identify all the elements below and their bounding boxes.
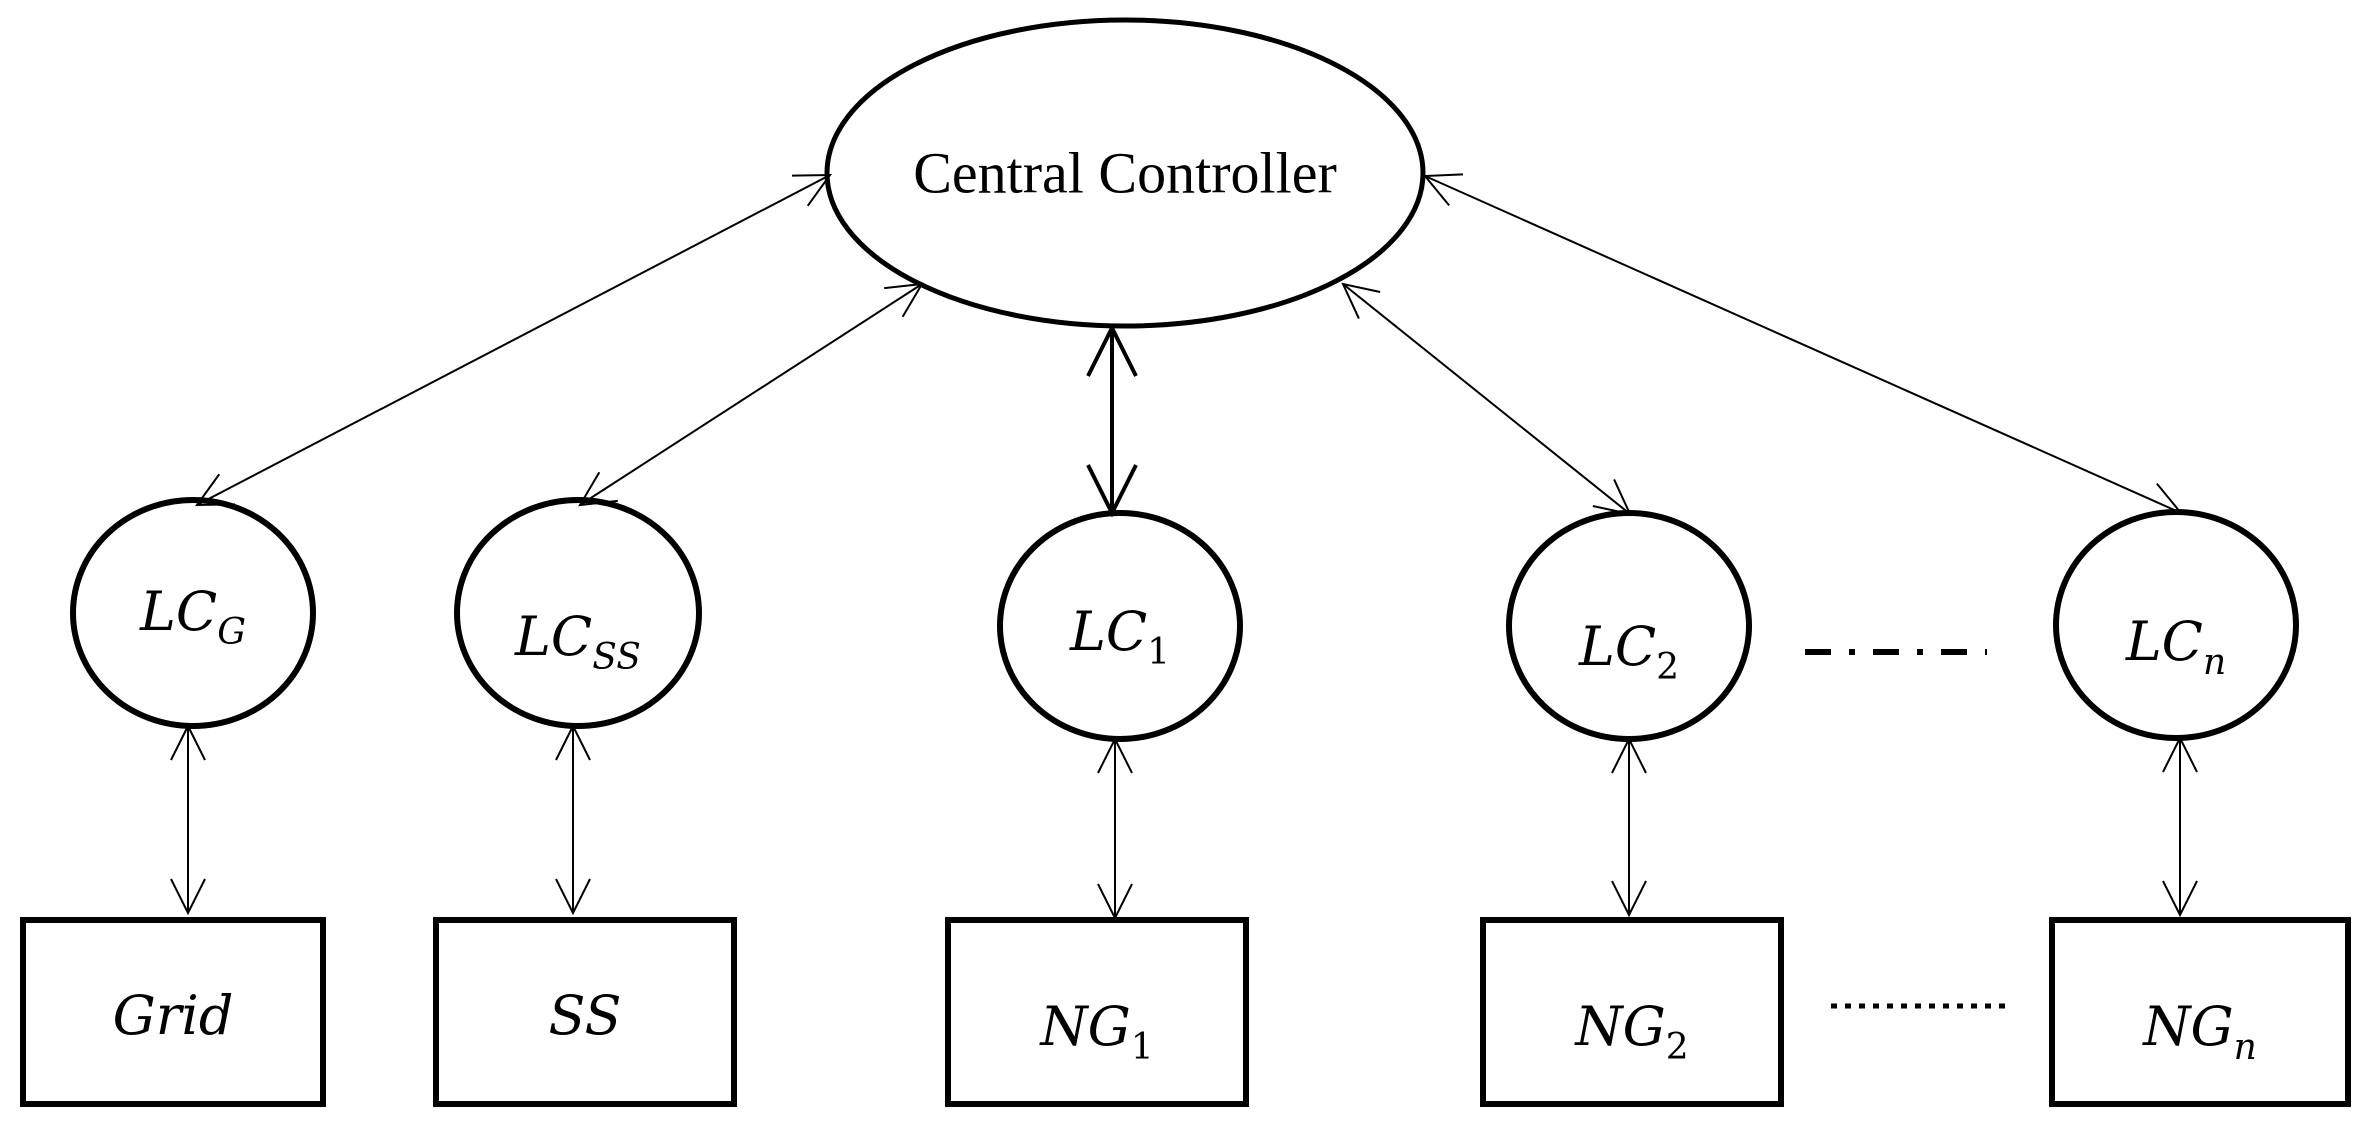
unit-box-ng-2: NG2 bbox=[1480, 917, 1784, 1107]
arrow-lc-1-to-ng-1 bbox=[1097, 736, 1133, 921]
arrow-lc-n-to-ng-n-head-end bbox=[2162, 880, 2198, 918]
unit-box-grid: Grid bbox=[20, 917, 326, 1107]
arrow-central-to-lc-1 bbox=[1086, 323, 1138, 518]
arrow-central-to-lc-ss bbox=[578, 282, 924, 507]
local-controller-ss: LCSS bbox=[454, 497, 702, 729]
unit-box-grid-label: Grid bbox=[113, 984, 234, 1047]
central-controller-node: Central Controller bbox=[824, 17, 1426, 329]
arrow-lc-2-to-ng-2 bbox=[1611, 736, 1647, 918]
arrow-lc-ss-to-ss-head-end bbox=[555, 878, 591, 916]
arrow-central-to-lc-1-head-start bbox=[1086, 323, 1138, 377]
arrow-central-to-lc-1-head-end bbox=[1086, 464, 1138, 518]
local-controller-g: LCG bbox=[70, 497, 316, 729]
arrow-central-to-lc-2-head-end bbox=[1592, 479, 1632, 516]
unit-box-ng-n: NGn bbox=[2049, 917, 2351, 1107]
unit-box-ss: SS bbox=[433, 917, 737, 1107]
arrow-central-to-lc-ss-head-start bbox=[884, 282, 924, 318]
arrow-lc-g-to-grid bbox=[170, 723, 206, 916]
connector-group bbox=[170, 173, 2198, 921]
arrow-central-to-lc-ss-head-end bbox=[578, 471, 618, 507]
local-controller-n: LCn bbox=[2053, 509, 2299, 741]
arrow-lc-1-to-ng-1-head-start bbox=[1097, 736, 1133, 774]
arrow-lc-n-to-ng-n bbox=[2162, 735, 2198, 918]
unit-box-ng-1-label: NG1 bbox=[1038, 995, 1153, 1068]
arrow-central-to-lc-2 bbox=[1341, 282, 1632, 516]
arrow-lc-g-to-grid-head-start bbox=[170, 723, 206, 761]
arrow-central-to-lc-n-head-start bbox=[1422, 173, 1464, 207]
local-controller-ss-label: LCSS bbox=[514, 605, 641, 678]
arrow-lc-n-to-ng-n-head-start bbox=[2162, 735, 2198, 773]
arrow-lc-2-to-ng-2-head-end bbox=[1611, 880, 1647, 918]
local-controller-2: LC2 bbox=[1506, 510, 1752, 742]
unit-box-ng-n-label: NGn bbox=[2141, 995, 2257, 1068]
unit-box-ng-1: NG1 bbox=[945, 917, 1249, 1107]
arrow-lc-2-to-ng-2-head-start bbox=[1611, 736, 1647, 774]
local-controller-1-label: LC1 bbox=[1069, 600, 1170, 673]
unit-box-ng-2-label: NG2 bbox=[1573, 995, 1688, 1068]
local-controller-2-label: LC2 bbox=[1578, 615, 1679, 688]
arrow-central-to-lc-n bbox=[1422, 173, 2184, 516]
arrow-central-to-lc-g bbox=[195, 173, 832, 507]
local-controller-1: LC1 bbox=[997, 510, 1243, 742]
local-controller-g-label: LCG bbox=[139, 580, 246, 653]
arrow-lc-1-to-ng-1-head-end bbox=[1097, 883, 1133, 921]
arrow-central-to-lc-g-head-start bbox=[791, 173, 832, 207]
unit-box-ss-label: SS bbox=[548, 984, 621, 1047]
arrow-central-to-lc-2-head-start bbox=[1341, 282, 1381, 319]
arrow-lc-ss-to-ss-head-start bbox=[555, 723, 591, 761]
arrow-central-to-lc-g-head-end bbox=[195, 473, 236, 507]
local-controller-n-label: LCn bbox=[2125, 610, 2226, 683]
arrow-lc-g-to-grid-head-end bbox=[170, 878, 206, 916]
arrow-lc-ss-to-ss bbox=[555, 723, 591, 916]
central-controller-label: Central Controller bbox=[913, 141, 1337, 206]
arrow-central-to-lc-n-head-end bbox=[2142, 482, 2184, 516]
